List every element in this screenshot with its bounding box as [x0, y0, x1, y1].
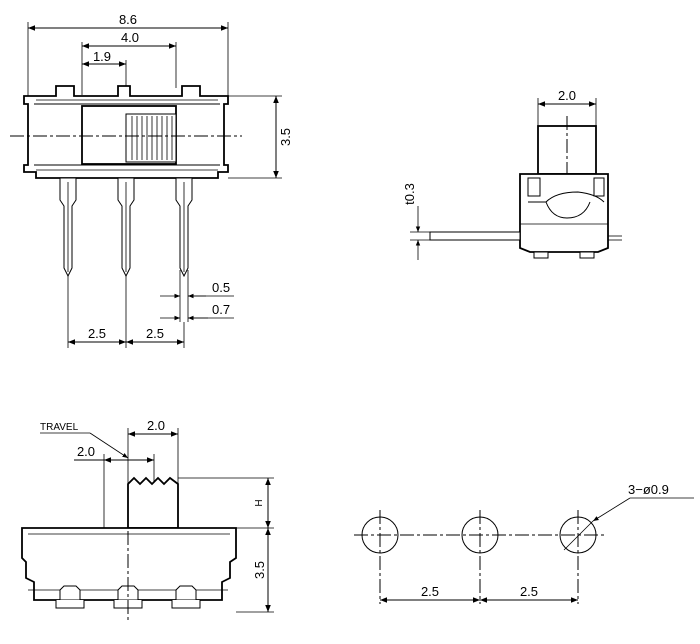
dim-actuator-span-label: 4.0 [121, 30, 139, 45]
bottom-feet [55, 585, 201, 609]
pcb-pitch-left-label: 2.5 [421, 584, 439, 599]
dim-bottom-height-label: 3.5 [252, 561, 267, 579]
slider-knob-grip [131, 116, 173, 160]
dim-pin-width-b-label: 0.7 [212, 302, 230, 317]
dim-side-actuator-label: 2.0 [558, 88, 576, 103]
dim-h-label: H [254, 499, 265, 506]
hole-callout-label: 3−ø0.9 [628, 482, 669, 497]
dim-bottom-actuator-label: 2.0 [147, 418, 165, 433]
pcb-pitch-right-label: 2.5 [520, 584, 538, 599]
bottom-housing [21, 527, 237, 601]
dim-width-label: 8.6 [119, 12, 137, 27]
dim-travel-label: 2.0 [77, 444, 95, 459]
front-view: 8.6 4.0 1.9 [10, 12, 293, 348]
dim-pin-width-a-label: 0.5 [212, 280, 230, 295]
side-view: 2.0 t0.3 [402, 88, 622, 260]
pin-middle [117, 177, 135, 278]
pin-right [175, 177, 193, 278]
dim-height-label: 3.5 [278, 128, 293, 146]
pin-left [59, 177, 77, 278]
dim-terminal-thickness-label: t0.3 [402, 183, 417, 205]
slider-knob [125, 113, 177, 163]
dim-pitch-left-label: 2.5 [88, 326, 106, 341]
side-terminal [429, 231, 521, 241]
dim-actuator-label: 1.9 [93, 49, 111, 64]
bottom-actuator [127, 476, 179, 529]
pcb-layout: 3−ø0.9 2.5 2.5 [354, 482, 694, 604]
bottom-view: TRAVEL 2.0 2.0 H [21, 418, 274, 620]
dim-pitch-right-label: 2.5 [146, 326, 164, 341]
travel-label: TRAVEL [40, 422, 79, 433]
